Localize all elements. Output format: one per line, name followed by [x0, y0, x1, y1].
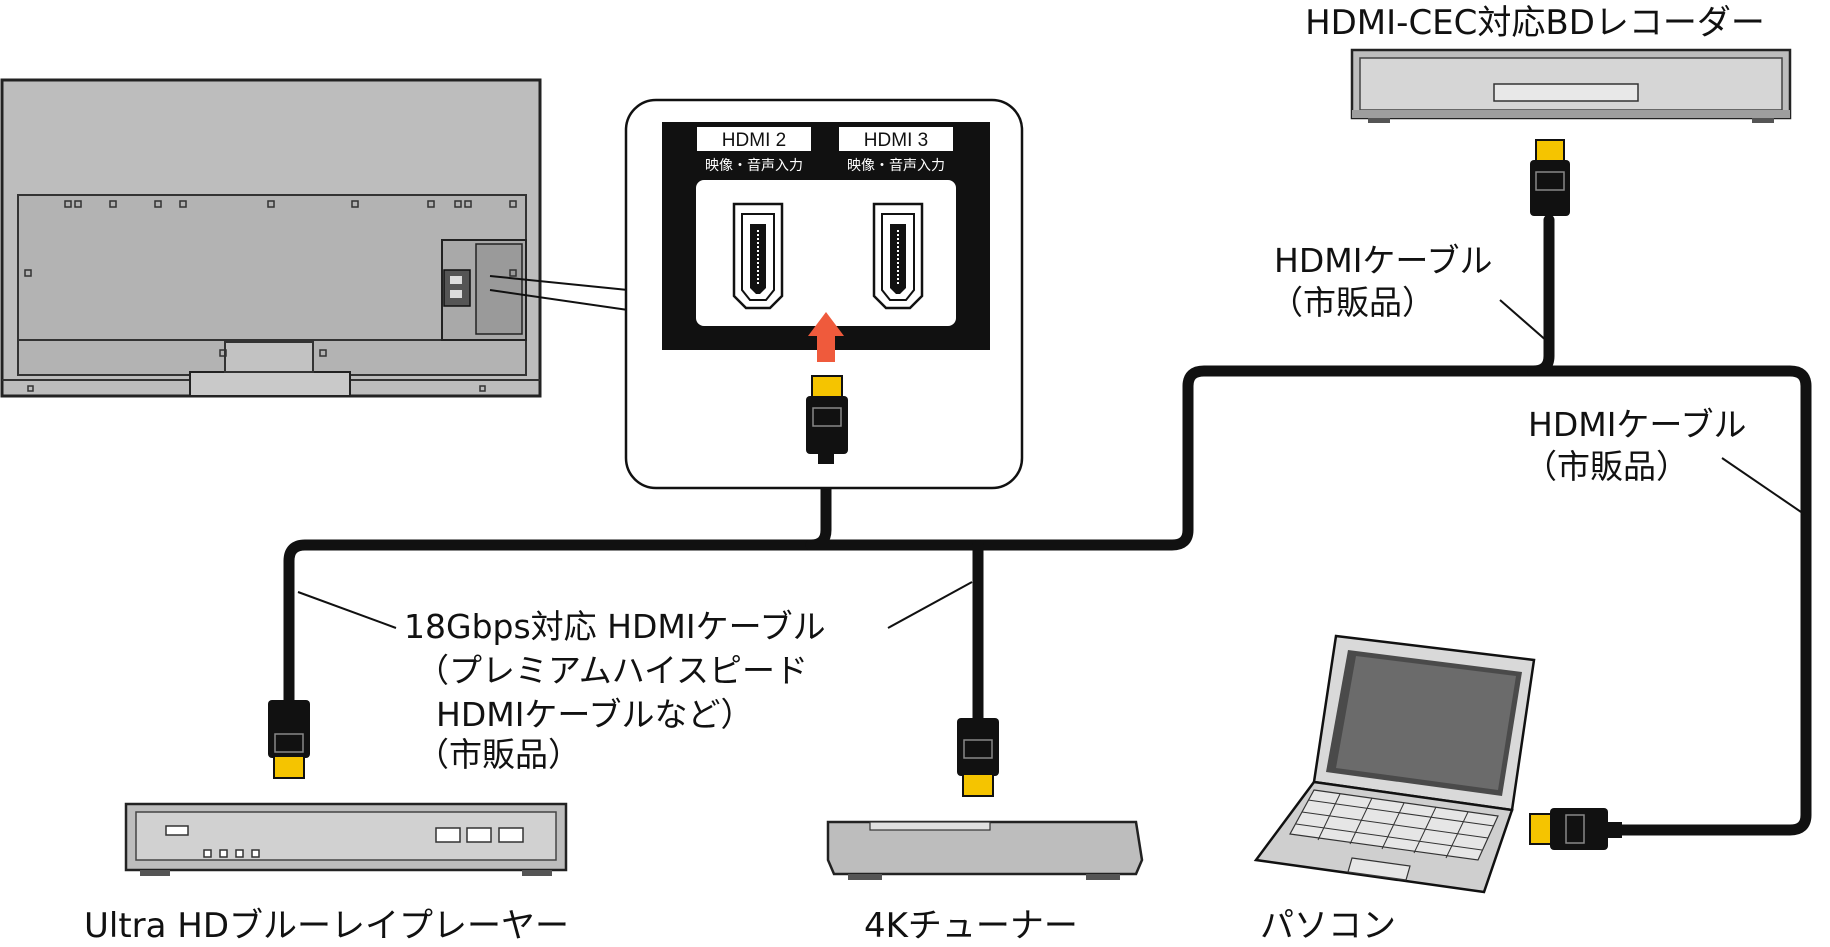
- player-label: Ultra HDブルーレイプレーヤー: [84, 906, 569, 946]
- pc-label: パソコン: [1260, 906, 1396, 946]
- cable-network: [283, 214, 1812, 836]
- recorder-cable-leader: [1499, 299, 1549, 343]
- tv-input-cable: [283, 449, 832, 706]
- recorder-display: [1493, 83, 1639, 102]
- tv-screw-holes: [24, 200, 517, 392]
- pc-cable: [1527, 365, 1812, 836]
- tuner-body: [826, 820, 1144, 876]
- hdmi2-sublabel: 映像・音声入力: [705, 157, 803, 174]
- pc-cable-leader: [1721, 457, 1805, 515]
- recorder-cable-label-1: HDMIケーブル: [1274, 241, 1492, 280]
- zoom-leader-top: [489, 275, 629, 291]
- hdmi2-label: HDMI 2: [722, 130, 786, 151]
- zoom-leader-bottom: [489, 289, 629, 311]
- hdmi3-socket[interactable]: [872, 202, 924, 310]
- pc-cable-label-1: HDMIケーブル: [1528, 405, 1746, 444]
- fast-cable-label-2: （プレミアムハイスピード: [416, 651, 808, 690]
- laptop-keys: [1295, 793, 1495, 859]
- hdmi3-label: HDMI 3: [864, 130, 928, 151]
- insert-arrow: [808, 312, 844, 362]
- fast-cable-label-4: （市販品）: [416, 735, 581, 774]
- tv-hdmi-plug: [806, 375, 848, 464]
- uhd-bluray-player: Ultra HDブルーレイプレーヤー: [84, 700, 569, 946]
- fast-cable-leader-right: [887, 581, 973, 629]
- hdmi2-socket[interactable]: [732, 202, 784, 310]
- 4k-tuner: 4Kチューナー: [826, 718, 1144, 946]
- tuner-hdmi-plug: [957, 718, 999, 797]
- tv-rear-view: [0, 78, 629, 398]
- fast-cable-leader-left: [297, 591, 397, 629]
- pc-hdmi-plug: [1529, 808, 1622, 850]
- laptop-pc: パソコン: [1253, 634, 1622, 946]
- fast-cable-label-3: HDMIケーブルなど）: [436, 695, 753, 734]
- recorder-label: HDMI-CEC対応BDレコーダー: [1305, 3, 1765, 43]
- pc-cable-label-2: （市販品）: [1524, 447, 1689, 486]
- tv-stand-plate: [189, 371, 351, 397]
- player-hdmi-plug: [268, 700, 310, 779]
- bd-recorder: HDMI-CEC対応BDレコーダー: [1305, 3, 1792, 216]
- recorder-cable-label-2: （市販品）: [1270, 283, 1435, 322]
- recorder-hdmi-plug: [1530, 139, 1570, 216]
- fast-cable-label-1: 18Gbps対応 HDMIケーブル: [404, 607, 826, 646]
- hdmi-port-zoom-panel: HDMI 2 映像・音声入力 HDMI 3 映像・音声入力: [624, 98, 1024, 490]
- tuner-label: 4Kチューナー: [864, 906, 1078, 946]
- hdmi3-sublabel: 映像・音声入力: [847, 157, 945, 174]
